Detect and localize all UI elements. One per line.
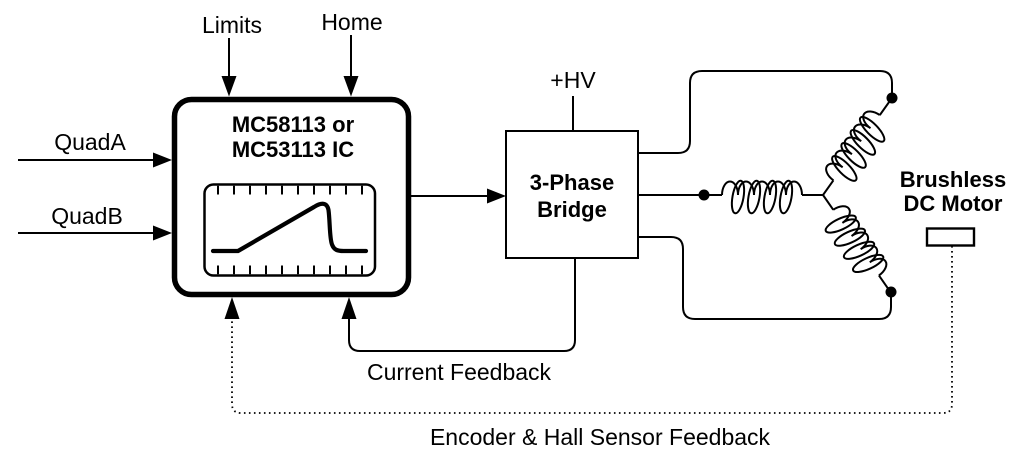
phase-wire-top	[638, 70, 893, 154]
current-feedback-wire	[348, 258, 576, 352]
encoder-feedback-label: Encoder & Hall Sensor Feedback	[430, 424, 771, 450]
profile-display	[203, 183, 377, 277]
encoder-feedback-arrowhead	[224, 297, 240, 319]
current-feedback-label: Current Feedback	[367, 359, 552, 385]
ic-title-line1: MC58113 or	[232, 112, 355, 137]
quada-label: QuadA	[54, 129, 126, 155]
quadb-label: QuadB	[51, 203, 123, 229]
bridge-title-line2: Bridge	[537, 197, 607, 222]
current-feedback-arrowhead	[341, 297, 357, 319]
home-label: Home	[321, 9, 382, 35]
bridge-box	[505, 130, 639, 259]
winding-coil-top	[809, 88, 909, 208]
hv-supply: +HV	[550, 67, 596, 131]
profile-display-frame	[203, 183, 377, 277]
limits-label: Limits	[202, 12, 262, 38]
quadb-arrowhead	[153, 225, 172, 241]
velocity-profile-curve	[210, 201, 369, 254]
ic-title-line2: MC53113 IC	[232, 137, 354, 162]
quada-input: QuadA	[18, 129, 172, 168]
home-arrowhead	[343, 76, 359, 97]
ic-output-arrowhead	[487, 188, 506, 204]
controller-ic-block: MC58113 or MC53113 IC	[171, 96, 412, 298]
winding-coil-middle	[703, 178, 824, 216]
motor-label-line1: Brushless	[900, 167, 1006, 192]
limits-input: Limits	[202, 12, 262, 97]
motor-body	[925, 227, 976, 247]
encoder-feedback-wire	[231, 246, 953, 414]
quada-arrowhead	[153, 152, 172, 168]
encoder-feedback: Encoder & Hall Sensor Feedback	[224, 246, 953, 450]
home-input: Home	[321, 9, 383, 97]
quadb-input: QuadB	[18, 203, 172, 241]
bridge-title-line1: 3-Phase	[530, 170, 614, 195]
limits-arrowhead	[221, 76, 237, 97]
bridge-block: 3-Phase Bridge	[505, 130, 639, 259]
motor-label-line2: DC Motor	[904, 191, 1003, 216]
ic-output	[411, 188, 506, 204]
current-feedback: Current Feedback	[341, 258, 576, 385]
winding-coil-bottom	[806, 185, 905, 305]
profile-ticks-bottom	[217, 265, 363, 275]
hv-label: +HV	[550, 67, 596, 93]
profile-ticks-top	[217, 185, 363, 195]
motor: Brushless DC Motor	[900, 167, 1006, 247]
phase-wire-bottom	[638, 236, 892, 320]
